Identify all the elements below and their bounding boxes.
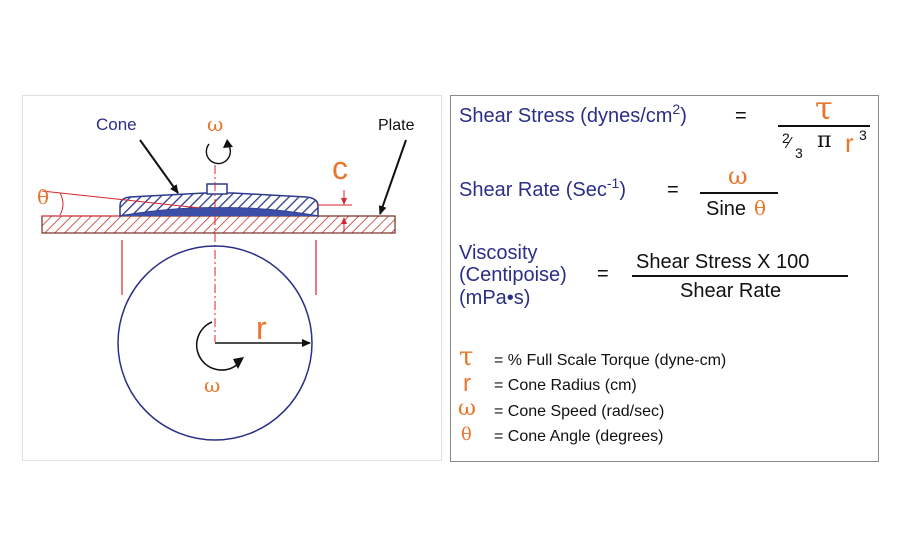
shear-rate-label: Shear Rate (Sec-1) — [459, 176, 626, 201]
legend-text-torque: = % Full Scale Torque (dyne-cm) — [494, 352, 727, 369]
shear-stress-den-slash: ⁄ — [788, 135, 791, 152]
viscosity-denominator: Shear Rate — [680, 280, 782, 302]
shear-stress-den-three: 3 — [795, 145, 803, 161]
viscosity-label-line3: (mPa•s) — [459, 287, 531, 309]
shear-rate-fraction-bar — [700, 192, 778, 194]
shear-stress-den-r-sup: 3 — [859, 127, 867, 143]
cone-label: Cone — [96, 115, 137, 134]
shear-stress-label-close: ) — [680, 105, 687, 127]
diagram-panel — [22, 95, 442, 461]
viscosity-numerator: Shear Stress X 100 — [636, 251, 810, 273]
viscosity-fraction-bar — [632, 275, 848, 277]
shear-rate-label-close: ) — [619, 179, 626, 201]
shear-stress-fraction-bar — [778, 125, 870, 127]
theta-line-upper — [41, 190, 201, 209]
omega-bottom-label: ω — [204, 373, 221, 397]
viscosity-label-line2: (Centipoise) — [459, 264, 567, 286]
cone-leader-arrow — [139, 139, 179, 194]
shear-rate-den-sine: Sine — [706, 198, 747, 220]
shear-stress-label-sup: 2 — [672, 101, 681, 117]
equations-panel — [450, 95, 879, 462]
legend-text-speed: = Cone Speed (rad/sec) — [494, 403, 665, 420]
radius-label: r — [256, 310, 267, 346]
plate-label: Plate — [378, 117, 415, 134]
shear-stress-equals: = — [735, 105, 747, 127]
theta-label: θ — [37, 185, 50, 209]
shear-rate-equals: = — [667, 179, 679, 201]
shear-stress-den-pi: π — [817, 128, 832, 153]
rotation-arrow-bottom-icon — [195, 321, 239, 371]
shear-stress-den-two: 2 — [782, 130, 790, 146]
viscosity-equals: = — [597, 263, 609, 285]
cone-sample-gap — [120, 207, 318, 216]
shear-stress-numerator-tau: τ — [815, 89, 833, 127]
cone-shaft — [206, 183, 228, 195]
top-view-circle — [117, 245, 313, 441]
legend-symbol-theta: θ — [461, 424, 472, 445]
legend-symbol-omega: ω — [458, 396, 476, 421]
plate — [41, 215, 396, 234]
rotation-arrowhead-bottom-icon — [233, 357, 244, 369]
plate-leader-arrow — [378, 139, 407, 215]
shear-stress-label-text: Shear Stress (dynes/cm — [459, 105, 673, 127]
shear-rate-numerator-omega: ω — [728, 162, 748, 190]
rotation-arrow-top-icon — [205, 143, 232, 165]
legend-symbol-r: r — [463, 370, 471, 397]
legend-text-angle: = Cone Angle (degrees) — [494, 428, 664, 445]
legend-text-radius: = Cone Radius (cm) — [494, 377, 637, 394]
rotation-arrowhead-top-icon — [223, 139, 233, 148]
legend-symbol-tau: τ — [459, 342, 474, 372]
shear-rate-label-text: Shear Rate (Sec — [459, 179, 607, 201]
shear-stress-den-r: r — [845, 128, 854, 158]
c-gap-label: c — [332, 150, 348, 186]
shear-stress-label: Shear Stress (dynes/cm2) — [459, 102, 687, 127]
omega-top-label: ω — [207, 112, 224, 136]
viscosity-label-line1: Viscosity — [459, 242, 538, 264]
shear-rate-label-sup: -1 — [606, 175, 620, 191]
shear-rate-den-theta: θ — [754, 196, 767, 220]
theta-arc — [59, 192, 64, 216]
